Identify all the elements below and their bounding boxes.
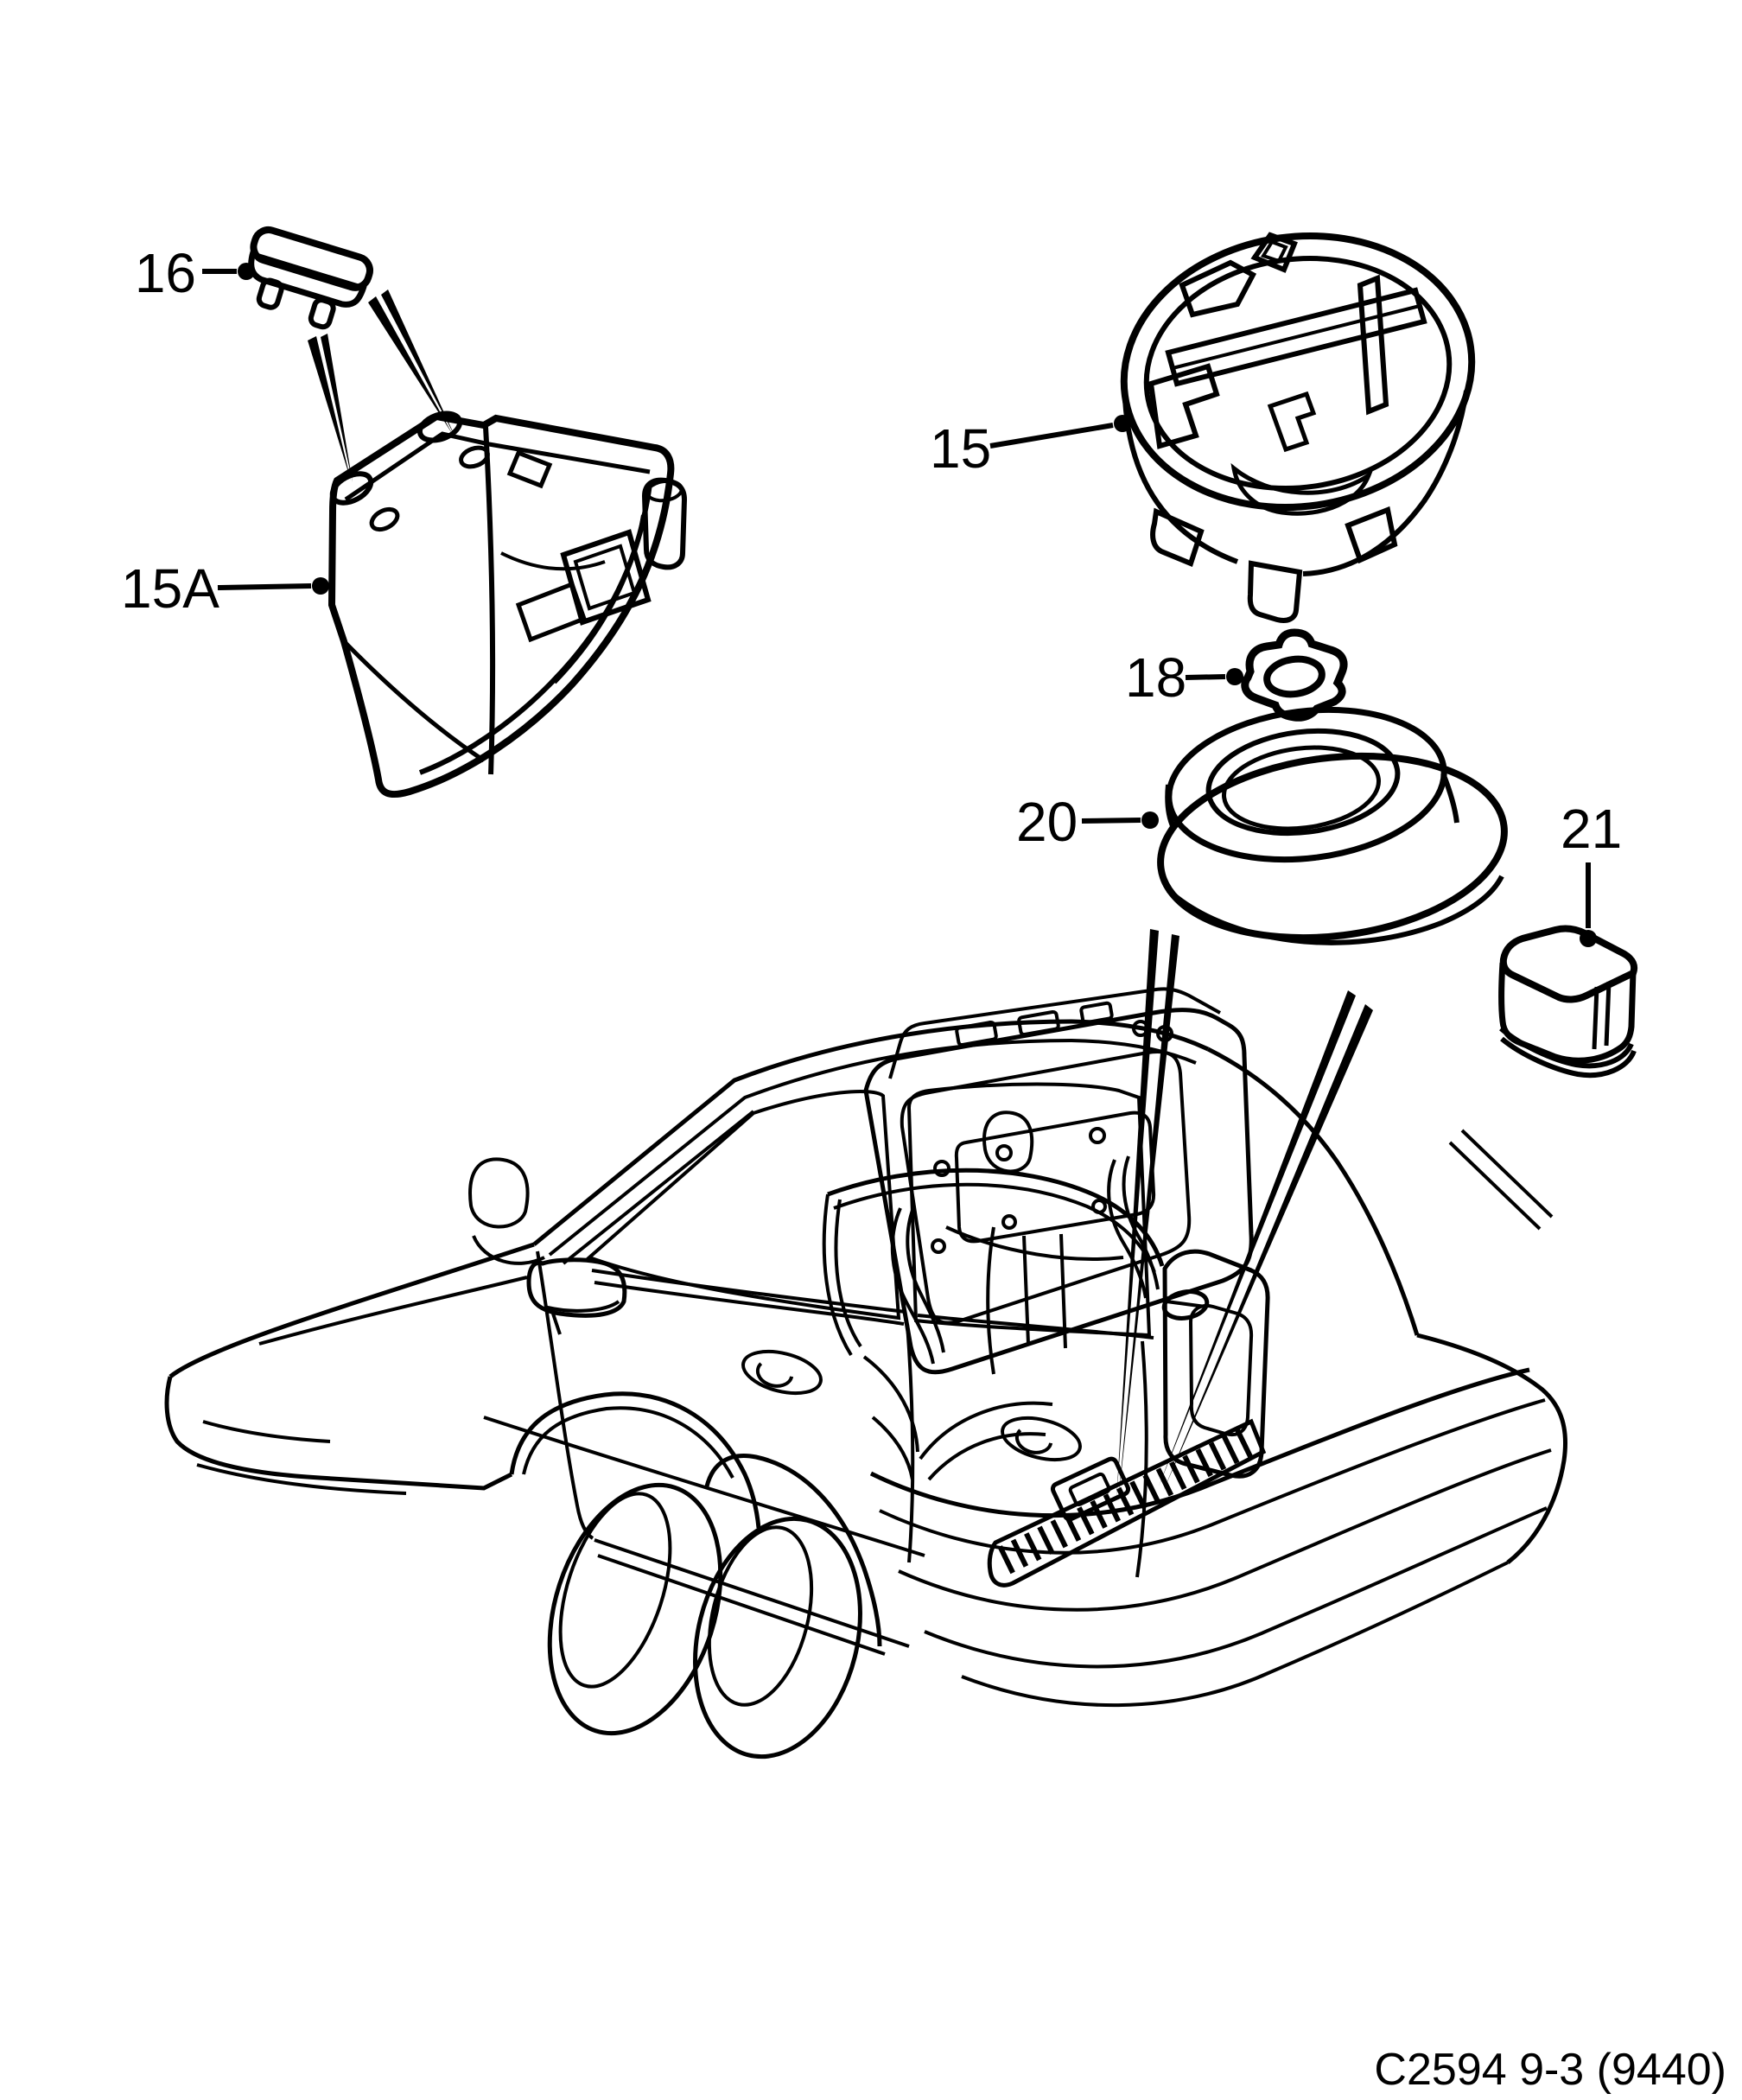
license-plate-recess [954,1110,1156,1244]
callout-15: 15 [930,415,1131,480]
callout-15a: 15A [121,557,329,620]
callout-label-16: 16 [135,242,196,304]
callout-20: 20 [1016,791,1159,853]
part-20-cap [1157,706,1508,945]
tray-hole-b [416,410,463,443]
callout-label-20: 20 [1016,791,1078,853]
seat-headrest [982,1110,1034,1174]
trunk-hinge-left [890,1205,945,1365]
part-16-cap [248,226,373,330]
door-handle-front [741,1349,823,1396]
tray-hole-a [329,471,374,506]
callout-dot [1141,811,1159,829]
tray-foot [1345,506,1398,564]
part-15a-tray [327,410,688,799]
trunk-lid [863,987,1254,1375]
callout-label-21: 21 [1561,798,1622,860]
pointer-wedges-trunk [1116,929,1373,1502]
callout-21: 21 [1561,798,1622,947]
callout-dot [238,263,255,280]
tray-foot [1247,560,1303,623]
car-roof [532,1019,1420,1336]
callout-dot [312,577,329,595]
callout-dot [1114,415,1131,432]
car-front [164,1242,535,1495]
car-side [483,1250,1154,1656]
trunk-opening [822,1168,1270,1481]
tray-foot [1150,507,1205,568]
callout-dot [1226,668,1243,685]
door-handle-rear [1001,1416,1082,1462]
callout-label-15: 15 [930,417,991,480]
callout-label-18: 18 [1125,646,1186,709]
callout-dot [1580,930,1597,947]
front-wheel [509,1391,761,1736]
callout-label-15a: 15A [121,557,219,620]
side-mirror [526,1257,627,1335]
rear-bumper [869,1129,1568,1708]
part-21-box [1498,925,1638,1079]
callout-18: 18 [1125,646,1243,709]
car [164,987,1568,1760]
pointer-wedges-16 [308,290,455,482]
part-18-ring [1241,628,1348,722]
callout-16: 16 [135,242,255,304]
trunk-sill [987,1418,1267,1588]
side-windows [468,1082,1152,1338]
part-15-tray [1120,232,1476,623]
figure-caption: C2594 9-3 (9440) [1374,2045,1726,2095]
seat-headrest [468,1157,530,1229]
rear-wheel [693,1454,882,1760]
